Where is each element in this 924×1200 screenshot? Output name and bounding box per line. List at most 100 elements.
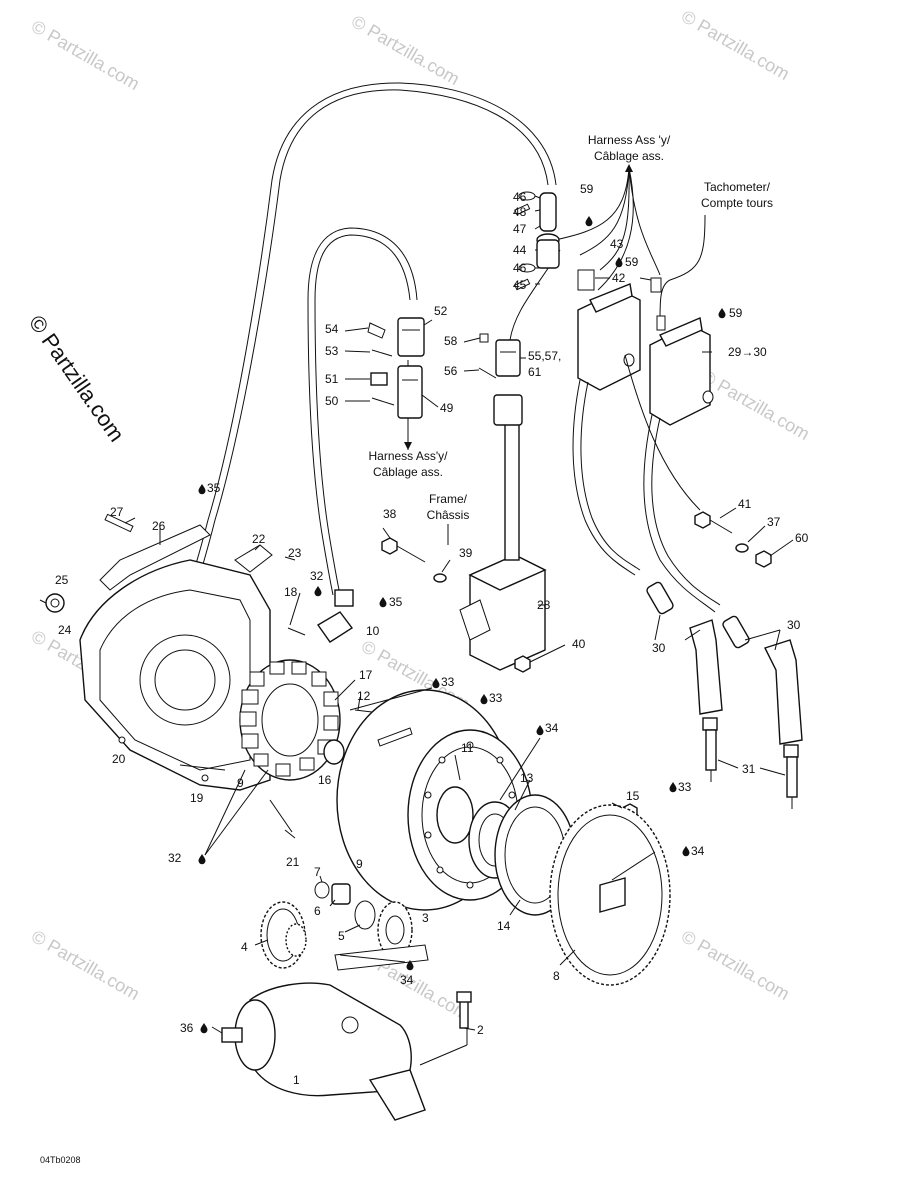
lubricant-drop-icon (718, 308, 726, 319)
lubricant-drop-icon (585, 216, 593, 227)
part-label: 7 (314, 865, 321, 879)
callout-harness-top-line1: Harness Ass 'y/ (588, 133, 671, 147)
part-label: 32 (168, 851, 182, 865)
part-label: 27 (110, 505, 124, 519)
part-label: 54 (325, 322, 339, 336)
part-label: 30 (652, 641, 666, 655)
watermark-text: © Partzilla.com (678, 926, 793, 1004)
part-label: 46 (513, 190, 527, 204)
part-label: 26 (152, 519, 166, 533)
starter-gears (260, 881, 429, 971)
part-label: 9 (356, 857, 363, 871)
part-label: 21 (286, 855, 300, 869)
part-label: 3 (422, 911, 429, 925)
callout-harness-mid-line1: Harness Ass'y/ (369, 449, 449, 463)
part-label: 43 (610, 237, 624, 251)
part-label: 49 (440, 401, 454, 415)
part-label: 53 (325, 344, 339, 358)
part-label: 36 (180, 1021, 194, 1035)
part-label: 6 (314, 904, 321, 918)
part-label: 48 (513, 205, 527, 219)
lubricant-drop-icon (682, 846, 690, 857)
part-label: 61 (528, 365, 542, 379)
lubricant-drop-icon (198, 854, 206, 865)
callout-tachometer-line2: Compte tours (701, 196, 773, 210)
part-label: 59 (625, 255, 639, 269)
harness-callout-top: Harness Ass 'y/ Câblage ass. (588, 133, 671, 172)
upper-connectors (367, 191, 666, 419)
part-label: 52 (434, 304, 448, 318)
part-label: 45 (513, 278, 527, 292)
part-label: 2 (477, 1023, 484, 1037)
part-label: 33 (678, 780, 692, 794)
watermark-side-text: © Partzilla.com (24, 311, 130, 447)
lubricant-drop-icon (314, 586, 322, 597)
part-label: 35 (207, 481, 221, 495)
engine-housing (45, 513, 306, 791)
part-label: 40 (572, 637, 586, 651)
ignition-coils (572, 283, 721, 613)
part-label: 34 (400, 973, 414, 987)
part-label: 16 (318, 773, 332, 787)
watermark-text: © Partzilla.com (348, 11, 463, 89)
callout-harness-top-line2: Câblage ass. (594, 149, 664, 163)
leader-lines (39, 195, 794, 1066)
part-label: 23 (288, 546, 302, 560)
part-label: 42 (612, 271, 626, 285)
part-label: 56 (444, 364, 458, 378)
part-label: 29→30 (728, 345, 767, 359)
part-label: 37 (767, 515, 781, 529)
part-label: 30 (787, 618, 801, 632)
trigger-coil (316, 589, 354, 643)
part-label: 25 (55, 573, 69, 587)
frame-callout: Frame/ Châssis (427, 492, 470, 545)
part-label: 8 (553, 969, 560, 983)
part-label: 13 (520, 771, 534, 785)
part-label: 12 (357, 689, 371, 703)
watermark-text: © Partzilla.com (678, 6, 793, 84)
ring-gear (549, 804, 671, 986)
part-label: 5 (338, 929, 345, 943)
callout-harness-mid-line2: Câblage ass. (373, 465, 443, 479)
wiring-harness (181, 82, 706, 611)
part-label: 34 (545, 721, 559, 735)
part-labels: 46 48 47 59 44 43 59 46 42 45 59 52 54 5… (55, 182, 809, 1087)
lubricant-drop-icon (669, 782, 677, 793)
watermark-text: © Partzilla.com (698, 366, 813, 444)
lubricant-drop-icon (536, 725, 544, 736)
part-label: 14 (497, 919, 511, 933)
stator (239, 659, 373, 833)
part-label: 38 (383, 507, 397, 521)
part-label: 59 (729, 306, 743, 320)
callout-frame-line2: Châssis (427, 508, 470, 522)
part-label: 15 (626, 789, 640, 803)
part-label: 55,57, (528, 349, 561, 363)
part-label: 31 (742, 762, 756, 776)
part-label: 33 (489, 691, 503, 705)
part-label: 17 (359, 668, 373, 682)
watermark-text: © Partzilla.com (28, 16, 143, 94)
part-label: 22 (252, 532, 266, 546)
harness-callout-mid: Harness Ass'y/ Câblage ass. (369, 442, 449, 479)
figure-code: 04Tb0208 (40, 1155, 81, 1165)
part-label: 60 (795, 531, 809, 545)
cdi-module (459, 394, 547, 673)
part-label: 19 (190, 791, 204, 805)
part-label: 58 (444, 334, 458, 348)
starter-motor (221, 982, 472, 1121)
part-label: 51 (325, 372, 339, 386)
part-label: 34 (691, 844, 705, 858)
part-label: 1 (293, 1073, 300, 1087)
part-label: 41 (738, 497, 752, 511)
part-label: 59 (580, 182, 594, 196)
part-label: 44 (513, 243, 527, 257)
lubricant-drop-icon (480, 694, 488, 705)
tachometer-callout: Tachometer/ Compte tours (701, 180, 773, 210)
part-label: 9 (237, 776, 244, 790)
part-label: 24 (58, 623, 72, 637)
callout-frame-line1: Frame/ (429, 492, 468, 506)
part-label: 39 (459, 546, 473, 560)
part-label: 33 (441, 675, 455, 689)
part-label: 50 (325, 394, 339, 408)
